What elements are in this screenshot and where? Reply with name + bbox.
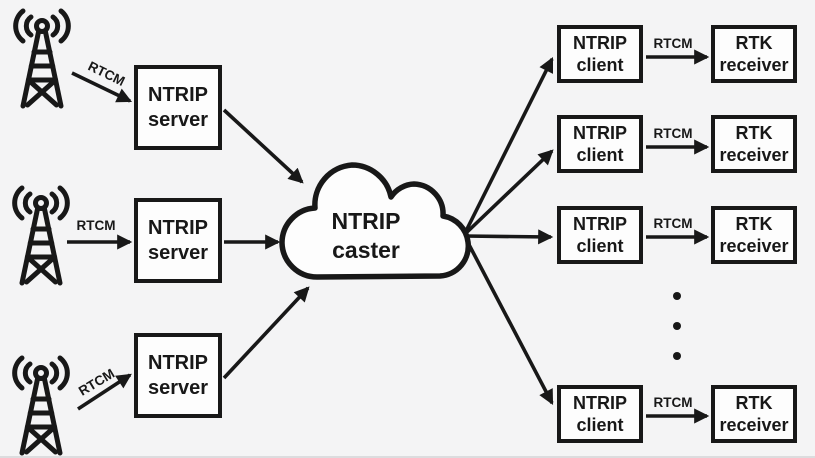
arrow-caster-to-client-3 [463,229,554,245]
ntrip-caster-label: NTRIP caster [331,208,401,263]
radio-tower-icon [15,188,68,283]
arrow-caster-to-client-4 [463,236,554,406]
arrow-server-to-caster-3 [222,286,310,380]
ntrip-server-node: NTRIP server [134,333,222,418]
ntrip-server-node: NTRIP server [134,65,222,150]
rtk-receiver-node: RTK receiver [711,206,797,264]
radio-tower-icon [16,11,69,106]
rtcm-label: RTCM [76,366,117,399]
arrow-source-to-server-1 [71,71,133,103]
ntrip-client-node: NTRIP client [557,25,643,83]
arrow-caster-to-client-1 [463,56,554,234]
rtcm-label: RTCM [654,126,693,141]
ntrip-server-node: NTRIP server [134,198,222,283]
caster-cloud-shape [279,162,472,280]
arrow-server-to-caster-1 [222,108,304,184]
ntrip-client-node: NTRIP client [557,385,643,443]
arrow-caster-to-client-2 [463,149,554,236]
rtcm-label: RTCM [654,395,693,410]
rtk-receiver-node: RTK receiver [711,115,797,173]
arrow-source-to-server-3 [77,373,132,411]
rtcm-label: RTCM [654,36,693,51]
rtk-receiver-node: RTK receiver [711,385,797,443]
rtcm-label: RTCM [77,218,116,233]
radio-tower-icon [15,358,68,453]
ntrip-client-node: NTRIP client [557,115,643,173]
rtcm-label: RTCM [654,216,693,231]
ntrip-client-node: NTRIP client [557,206,643,264]
more-clients-ellipsis-dots [673,292,681,360]
rtk-receiver-node: RTK receiver [711,25,797,83]
